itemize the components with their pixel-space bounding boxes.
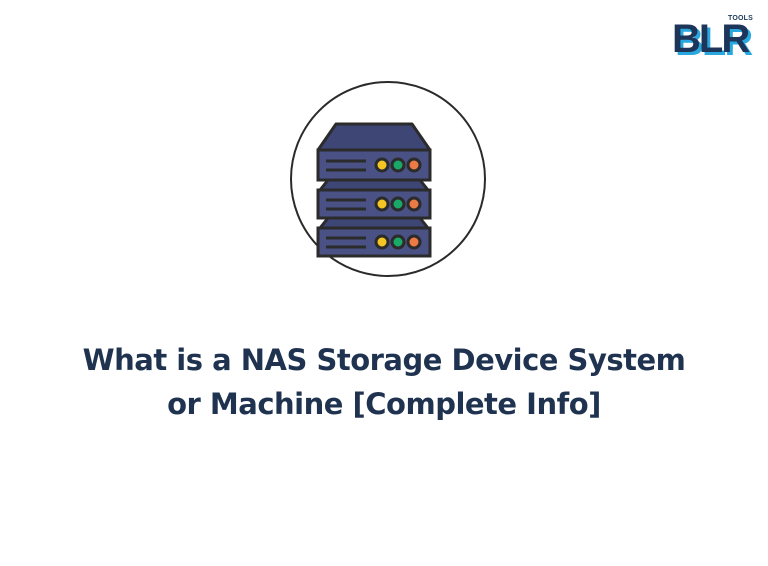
- title-line-2: or Machine [Complete Info]: [167, 387, 601, 421]
- nas-server-stack-icon: [316, 122, 432, 258]
- blr-tools-logo: BLR TOOLS: [670, 14, 760, 61]
- page-title: What is a NAS Storage Device System or M…: [0, 338, 768, 426]
- logo-text: BLR: [672, 17, 750, 61]
- illustration-circle: [290, 81, 486, 277]
- title-line-1: What is a NAS Storage Device System: [82, 343, 686, 377]
- logo-superscript: TOOLS: [728, 15, 753, 22]
